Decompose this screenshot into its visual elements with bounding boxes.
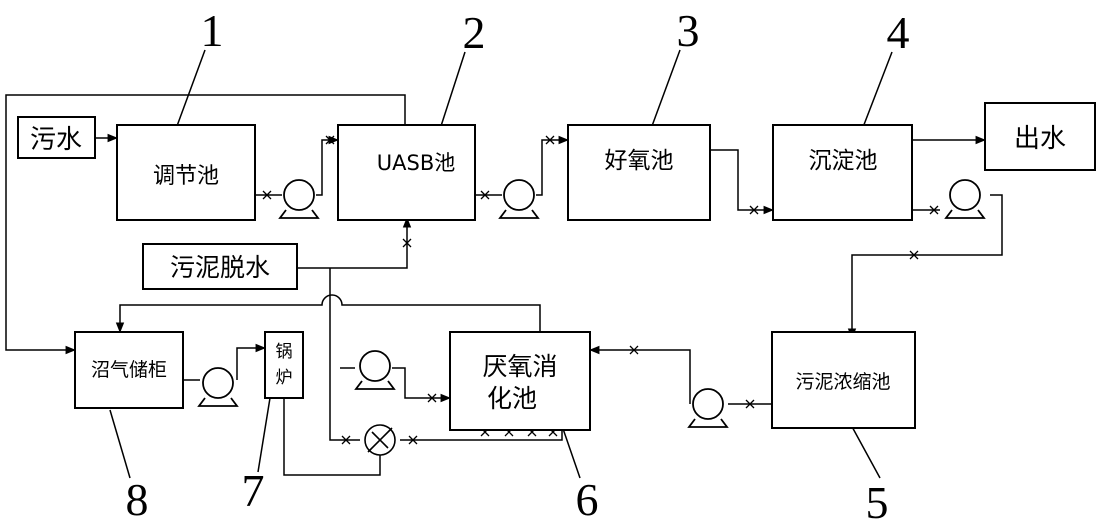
callout-2: 2	[463, 7, 486, 58]
sludge-dewatering-label: 污泥脱水	[170, 253, 270, 282]
callout-5: 5	[866, 477, 889, 528]
effluent-box	[984, 102, 1096, 171]
digester-label-1: 厌氧消	[482, 352, 557, 381]
boiler-label-1: 锅	[276, 342, 293, 362]
pump-5	[354, 350, 396, 390]
callout-7: 7	[242, 465, 265, 516]
boiler-box	[264, 331, 304, 399]
pump-6	[687, 388, 729, 428]
effluent-label: 出水	[1014, 124, 1066, 154]
pump-2	[498, 179, 540, 219]
boiler-label-2: 炉	[276, 368, 293, 388]
callout-8: 8	[126, 474, 149, 525]
sludge-thickener-box	[771, 331, 916, 429]
sedimentation-tank-box	[772, 124, 913, 221]
valves	[262, 135, 939, 445]
sludge-thickener-label: 污泥浓缩池	[795, 371, 890, 393]
pump-4	[197, 367, 239, 407]
callout-numbers: 1 2 3 4 5 6 7 8	[126, 5, 910, 528]
callout-1: 1	[201, 5, 224, 56]
uasb-tank-label: UASB池	[377, 151, 455, 175]
unit-boxes	[17, 102, 1096, 431]
pump-3	[944, 179, 986, 219]
sewage-label: 污水	[30, 125, 82, 155]
heat-exchanger-icon	[364, 424, 396, 456]
digester-label-2: 化池	[487, 384, 537, 413]
pump-1	[278, 179, 320, 219]
uasb-tank-box	[337, 124, 476, 221]
aerobic-tank-box	[567, 124, 711, 221]
sludge-dewatering-box	[142, 243, 298, 290]
callout-6: 6	[576, 474, 599, 525]
equalization-tank-label: 调节池	[153, 164, 219, 189]
callout-4: 4	[887, 7, 910, 58]
sedimentation-tank-label: 沉淀池	[809, 148, 878, 174]
digester-box	[449, 331, 591, 431]
sewage-box	[17, 116, 96, 159]
callout-3: 3	[677, 5, 700, 56]
equalization-tank-box	[116, 124, 256, 221]
unit-labels: 污水 调节池 UASB池 好氧池 沉淀池 出水 污泥脱水 沼气储柜 锅 炉 厌氧…	[30, 124, 1066, 413]
aerobic-tank-label: 好氧池	[605, 148, 674, 174]
pumps	[197, 179, 986, 428]
biogas-holder-label: 沼气储柜	[91, 359, 167, 381]
biogas-holder-box	[74, 331, 184, 409]
